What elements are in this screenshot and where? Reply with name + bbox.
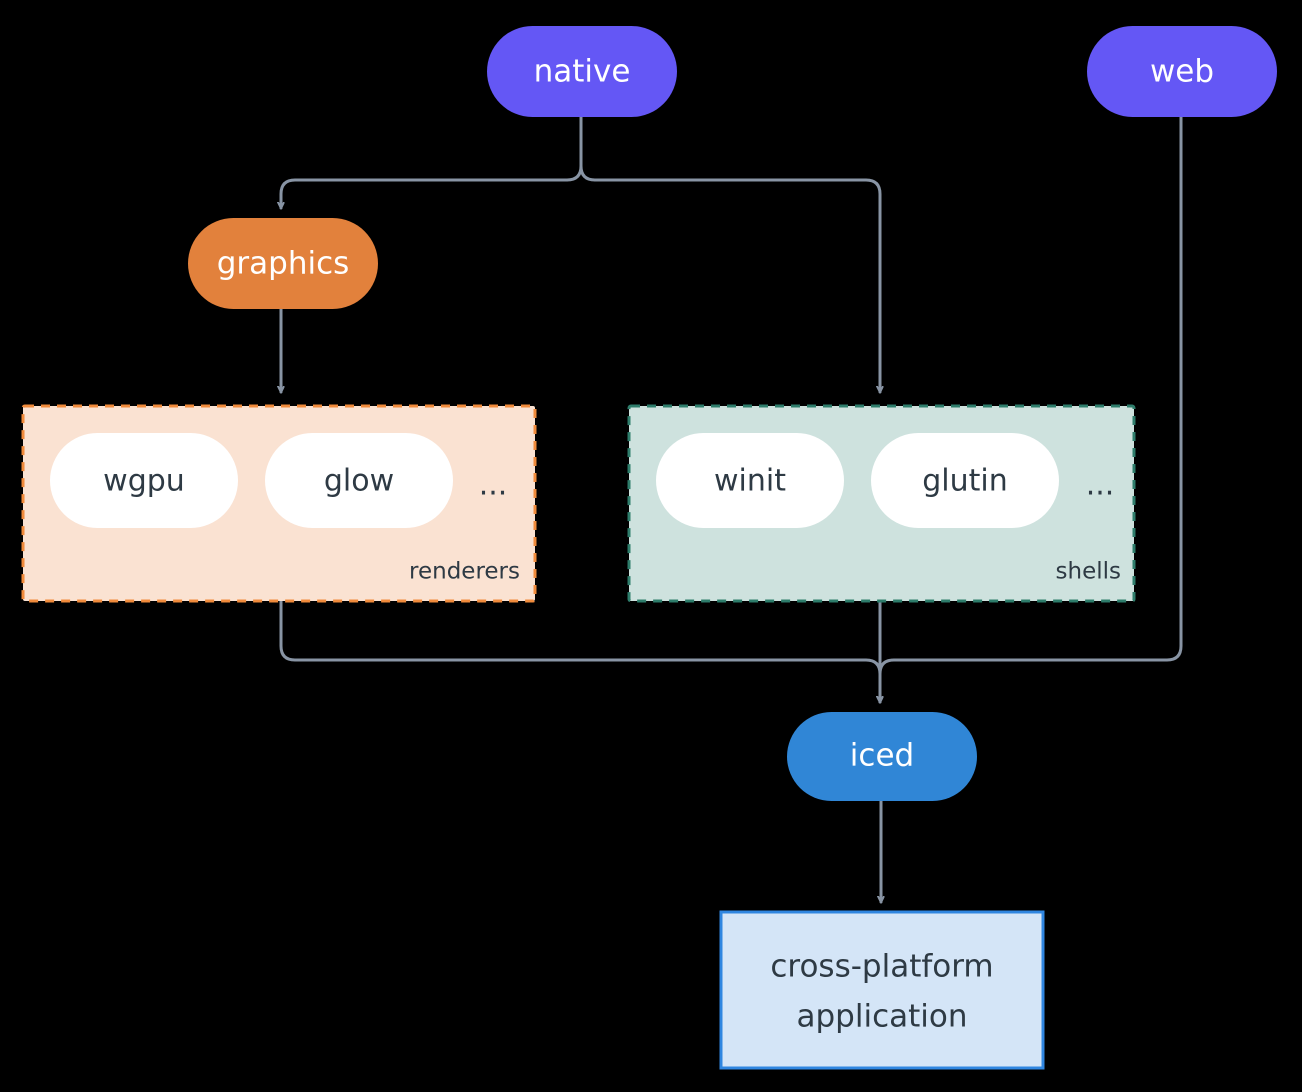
pill-wgpu-label: wgpu [103,464,185,499]
node-graphics-shape [188,218,378,309]
renderers-ellipsis: ... [479,468,508,503]
node-native-label: native [534,54,631,90]
pill-winit-label: winit [714,464,786,499]
node-native[interactable]: native [487,26,677,117]
pill-glutin-label: glutin [922,464,1008,499]
node-web-label: web [1150,54,1214,90]
pill-wgpu[interactable] [50,433,238,528]
node-graphics-label: graphics [217,246,350,282]
pill-glutin[interactable] [871,433,1059,528]
node-iced-label: iced [850,738,914,774]
node-web[interactable]: web [1087,26,1277,117]
group-renderers: wgpu glow ... renderers [21,404,537,603]
edge-renderers-to-iced [279,599,880,704]
shells-ellipsis: ... [1086,468,1115,503]
edge-native-bus [565,115,583,182]
edge-web-to-iced [880,115,1183,704]
node-native-shape [487,26,677,117]
node-application-label-line1: cross-platform [770,949,993,985]
renderers-caption: renderers [409,559,520,585]
node-iced[interactable]: iced [787,712,977,801]
node-graphics[interactable]: graphics [188,218,378,309]
node-iced-shape [787,712,977,801]
shells-caption: shells [1056,559,1121,585]
pill-glow[interactable] [265,433,453,528]
pill-winit[interactable] [656,433,844,528]
edge-native-bus-right [579,115,597,182]
group-shells: winit glutin ... shells [627,404,1136,603]
node-application[interactable]: cross-platform application [719,910,1045,1070]
node-web-shape [1087,26,1277,117]
edge-layer [279,115,1183,904]
pill-glow-label: glow [324,464,394,499]
node-application-label-line2: application [797,999,968,1035]
edge-native-to-graphics [281,178,569,210]
node-application-shape [719,910,1045,1070]
edge-native-to-shells [593,178,880,394]
